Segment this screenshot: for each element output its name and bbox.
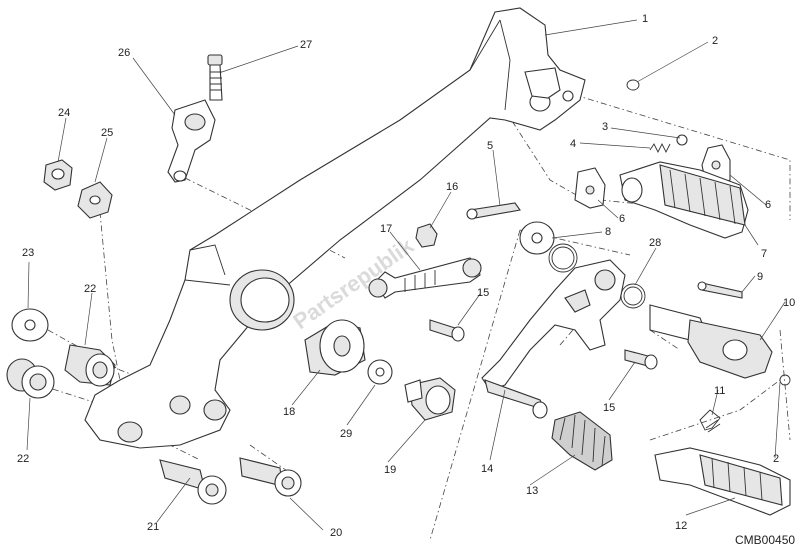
callout-11: 11 <box>714 385 725 397</box>
callout-22: 22 <box>84 283 96 295</box>
callout-6: 6 <box>765 199 771 211</box>
callout-13: 13 <box>526 485 538 497</box>
o-ring-28a <box>548 243 578 273</box>
callout-14: 14 <box>481 463 493 475</box>
footpeg-7 <box>619 161 749 239</box>
callout-24: 24 <box>58 107 70 119</box>
linkage-rod-17 <box>368 257 482 299</box>
washer-29 <box>367 359 393 385</box>
screw-15a <box>429 319 465 342</box>
plate-6b <box>574 167 606 209</box>
nut-16 <box>415 223 438 248</box>
spring-4 <box>649 142 671 154</box>
callout-17: 17 <box>380 223 392 235</box>
callout-1: 1 <box>642 13 648 25</box>
nut-24 <box>43 159 73 191</box>
clip-2b <box>779 374 791 386</box>
pin-19 <box>404 377 456 421</box>
callout-15: 15 <box>477 287 489 299</box>
callout-2: 2 <box>773 453 779 465</box>
callout-3: 3 <box>602 121 608 133</box>
callout-12: 12 <box>675 520 687 532</box>
callout-4: 4 <box>570 138 576 150</box>
bushing-22a <box>64 344 116 387</box>
screw-15b <box>624 349 658 370</box>
footpeg-holder-10 <box>649 304 773 379</box>
callout-29: 29 <box>340 428 352 440</box>
bolt-21 <box>159 459 227 505</box>
callout-2: 2 <box>712 35 718 47</box>
washer-23 <box>11 308 49 342</box>
leader-lines <box>26 19 786 531</box>
callout-21: 21 <box>147 521 159 533</box>
rod-end-26 <box>167 99 216 183</box>
callout-16: 16 <box>446 181 458 193</box>
callout-9: 9 <box>757 271 763 283</box>
washer-8 <box>519 221 555 255</box>
callout-23: 23 <box>22 247 34 259</box>
footpeg-12 <box>654 447 791 516</box>
callout-8: 8 <box>605 226 611 238</box>
callout-25: 25 <box>101 127 113 139</box>
rubber-peg-13 <box>551 411 613 471</box>
callout-22: 22 <box>17 453 29 465</box>
spring-11 <box>699 409 721 433</box>
pin-5 <box>466 202 521 220</box>
callout-7: 7 <box>761 248 767 260</box>
callout-15: 15 <box>603 402 615 414</box>
callout-27: 27 <box>300 39 312 51</box>
bushing-18 <box>304 319 366 376</box>
callout-26: 26 <box>118 47 130 59</box>
ball-3 <box>676 134 688 146</box>
callout-5: 5 <box>487 140 493 152</box>
callout-labels: 1 2 2 3 4 5 6 6 7 8 9 10 11 12 13 14 15 … <box>17 13 795 539</box>
bolt-20 <box>239 457 302 497</box>
callout-10: 10 <box>783 297 795 309</box>
pin-9 <box>697 281 743 299</box>
footrest-bracket-plate <box>84 7 586 449</box>
bushing-22b <box>6 358 55 399</box>
callout-6: 6 <box>619 213 625 225</box>
clip-2a <box>626 79 640 91</box>
callout-18: 18 <box>283 406 295 418</box>
callout-19: 19 <box>384 464 396 476</box>
screw-27 <box>207 54 223 101</box>
callout-28: 28 <box>649 237 661 249</box>
callout-20: 20 <box>330 527 342 539</box>
diagram-code: CMB00450 <box>735 533 795 547</box>
gear-lever-14 <box>481 259 626 419</box>
o-ring-28b <box>620 283 646 309</box>
nut-25 <box>77 181 113 219</box>
